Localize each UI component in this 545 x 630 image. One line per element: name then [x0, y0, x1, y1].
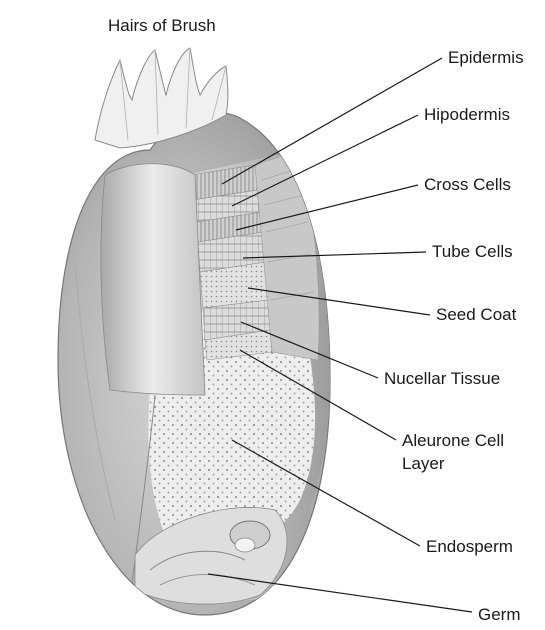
label-endosperm: Endosperm — [426, 537, 513, 556]
label-hairs-of-brush: Hairs of Brush — [108, 16, 216, 35]
crease-lobe — [101, 164, 205, 395]
label-nucellar-tissue: Nucellar Tissue — [384, 369, 500, 388]
leader-epidermis — [222, 58, 442, 184]
label-aleurone-line1: Aleurone Cell — [402, 431, 504, 450]
label-tube-cells: Tube Cells — [432, 242, 513, 261]
label-aleurone-line2: Layer — [402, 454, 445, 473]
label-cross-cells: Cross Cells — [424, 175, 511, 194]
kernel-body — [58, 48, 331, 615]
label-epidermis: Epidermis — [448, 48, 524, 67]
label-germ: Germ — [478, 605, 521, 624]
label-hipodermis: Hipodermis — [424, 105, 510, 124]
label-seed-coat: Seed Coat — [436, 305, 517, 324]
